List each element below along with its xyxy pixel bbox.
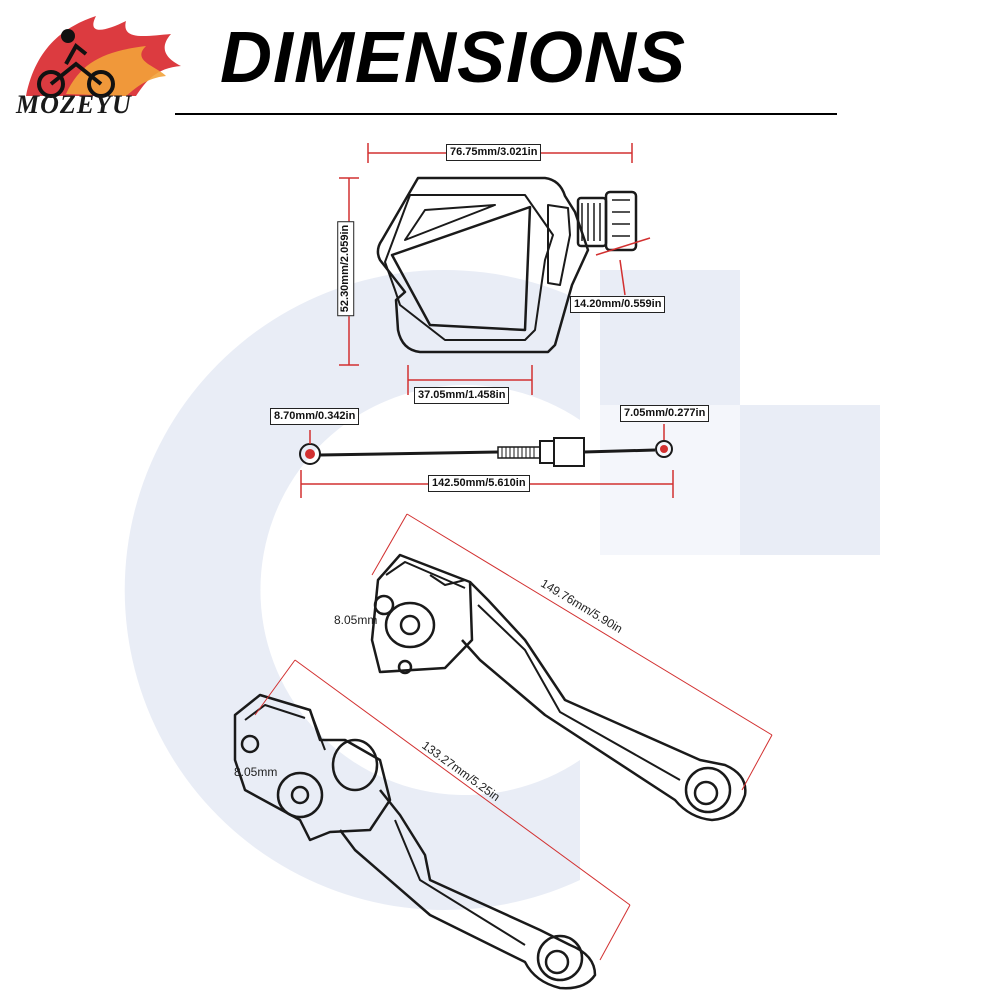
cable-right-end-label: 7.05mm/0.277in: [620, 405, 710, 422]
perch-width-label: 76.75mm/3.021in: [446, 144, 542, 161]
upper-lever-hole-label: 8.05mm: [334, 613, 378, 627]
perch-height-label: 52.30mm/2.059in: [337, 220, 355, 317]
brand-logo: MOZEYU: [6, 6, 181, 118]
logo-text: MOZEYU: [16, 90, 132, 119]
lower-lever-hole-label: 8.05mm: [234, 765, 278, 779]
perch-bottom-label: 37.05mm/1.458in: [414, 387, 510, 404]
page-title: DIMENSIONS: [220, 18, 687, 98]
title-divider: [175, 113, 837, 115]
cable-left-end-label: 8.70mm/0.342in: [270, 408, 360, 425]
upper-lever-dimension: [371, 513, 773, 791]
lower-lever-dimension: [254, 659, 631, 961]
upper-lever-drawing: [370, 553, 747, 822]
cable-drawing: [299, 437, 673, 467]
clutch-perch-drawing: [376, 176, 638, 354]
cable-length-label: 142.50mm/5.610in: [428, 475, 530, 492]
flame-rider-icon: [26, 16, 181, 98]
lower-lever-drawing: [233, 693, 597, 990]
adjuster-label: 14.20mm/0.559in: [570, 296, 666, 313]
